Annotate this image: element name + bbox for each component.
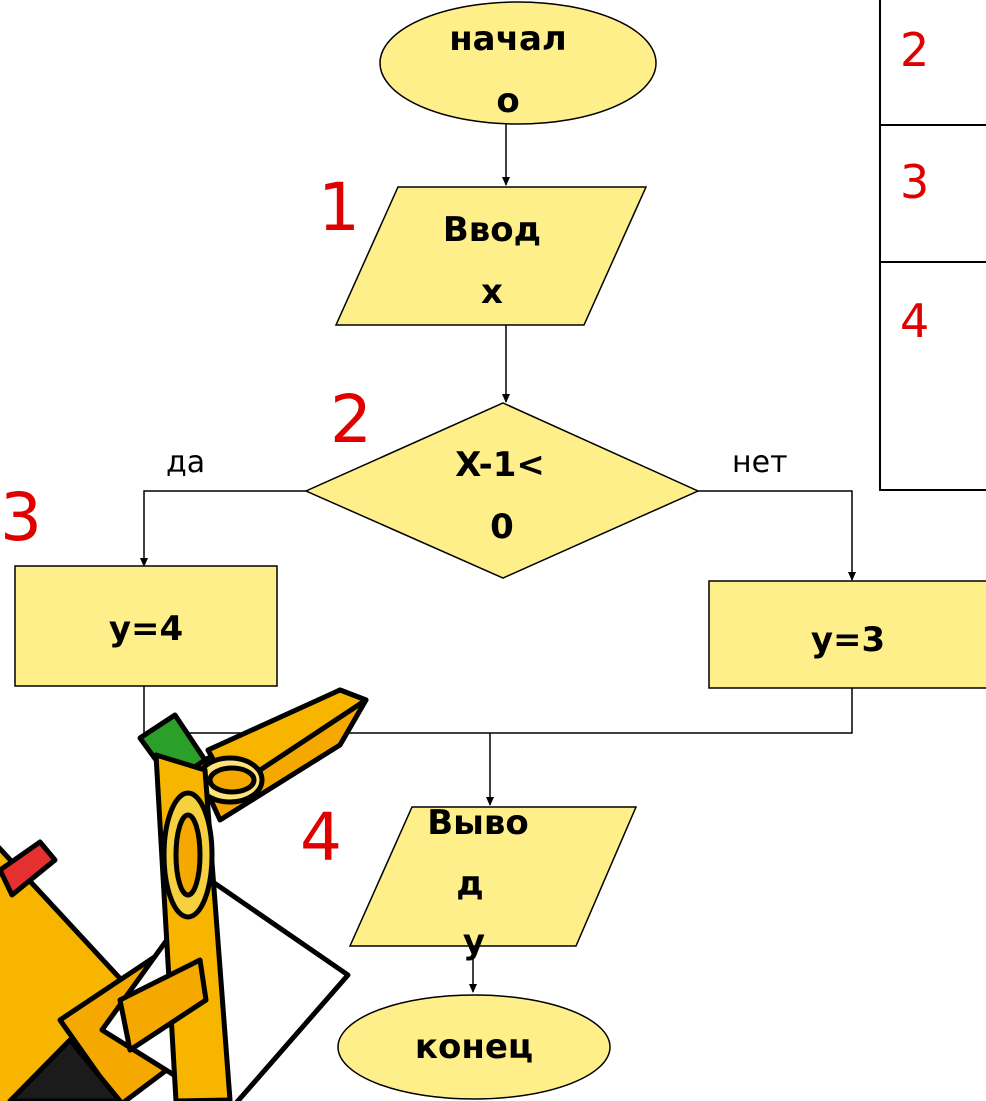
- input-node: Ввод x: [334, 186, 648, 326]
- output-label-line2: д: [456, 864, 483, 904]
- yes-action-label: y=4: [109, 609, 183, 649]
- input-label-line1: Ввод: [443, 210, 541, 250]
- table-row-number: 3: [900, 155, 929, 209]
- input-label-line2: x: [481, 272, 503, 312]
- step-number-3: 3: [0, 479, 42, 556]
- no-action-label: y=3: [811, 620, 885, 660]
- decision-node: X-1< 0: [304, 402, 700, 579]
- side-table: 2 3 4: [879, 0, 986, 491]
- connectors: [140, 123, 856, 806]
- arrow-no-branch: [698, 490, 856, 581]
- arrow-yes-branch: [140, 490, 306, 567]
- yes-action-node: y=4: [14, 565, 278, 687]
- decision-label-line2: 0: [490, 507, 514, 547]
- end-node: конец: [337, 994, 611, 1100]
- start-node: начал о: [379, 1, 657, 125]
- pencils-clipart-icon: [0, 687, 369, 1101]
- end-label: конец: [415, 1027, 533, 1067]
- yes-label: да: [166, 445, 205, 480]
- output-node: Выво д y: [348, 803, 638, 962]
- step-number-4: 4: [300, 799, 342, 876]
- table-row-number: 4: [900, 294, 929, 348]
- merge-line: [143, 686, 853, 734]
- start-label-line2: о: [496, 81, 519, 121]
- step-number-1: 1: [318, 169, 360, 246]
- table-row-number: 2: [900, 23, 929, 77]
- no-action-node: y=3: [708, 580, 986, 689]
- step-number-2: 2: [330, 381, 372, 458]
- output-label-line1: Выво: [427, 803, 529, 843]
- start-label-line1: начал: [449, 19, 567, 59]
- no-label: нет: [732, 445, 788, 480]
- output-label-line3: y: [463, 922, 485, 962]
- decision-label-line1: X-1<: [455, 445, 545, 485]
